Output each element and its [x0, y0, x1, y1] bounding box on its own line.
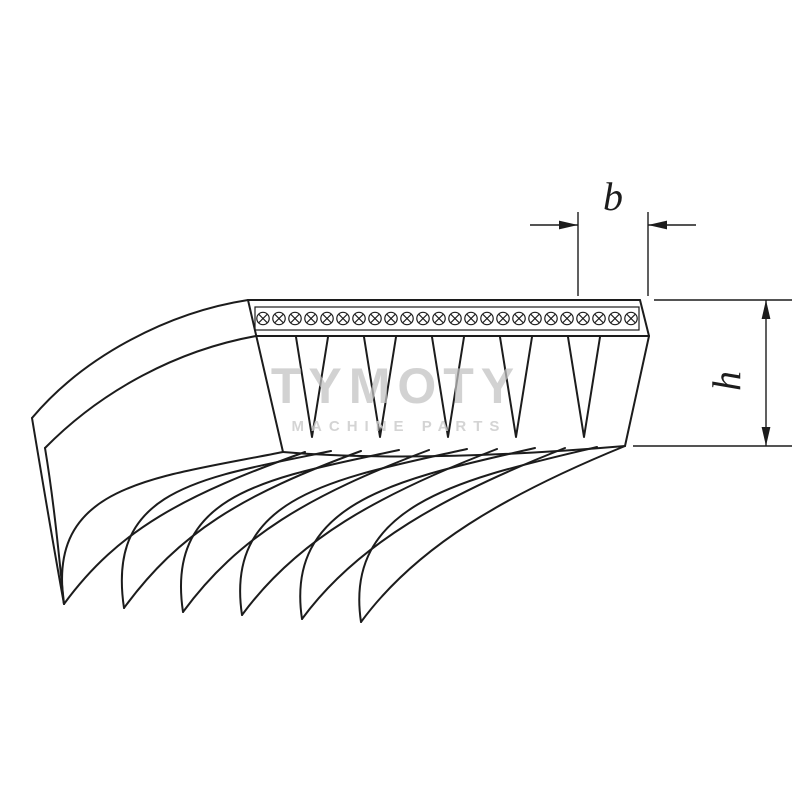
watermark-brand: TYMOTY [271, 358, 521, 414]
rib-edge-curve [63, 451, 306, 605]
rib-edge-curve [182, 449, 430, 613]
belt-end-outer-edge [31, 417, 65, 605]
rib-edge-curve [358, 446, 598, 623]
belt-face-left-edge [247, 299, 284, 453]
dim-b-label: b [603, 174, 623, 219]
belt-face-right-edge [624, 335, 650, 447]
belt-cross-section [247, 299, 650, 458]
dim-h-label: h [704, 371, 749, 391]
rib-edge-curve [299, 447, 536, 620]
dim-b-arrow-right [648, 220, 667, 230]
belt-back-surface [31, 299, 257, 605]
belt-back-outer-curve [31, 299, 249, 419]
dimension-h: h [633, 299, 792, 447]
dim-b-arrow-left [559, 220, 578, 230]
groove-notch [499, 336, 533, 438]
groove-notch [295, 336, 329, 438]
watermark: TYMOTY MACHINE PARTS [271, 358, 521, 435]
belt-ribs-perspective [61, 445, 626, 623]
rib-edge-curve [120, 450, 332, 609]
tension-cord-band [254, 306, 640, 331]
rib-edge-curve [239, 448, 468, 616]
belt-band-right-edge [639, 299, 650, 337]
belt-face-bottom-edge [282, 445, 626, 458]
groove-notch [431, 336, 465, 438]
groove-notch [567, 336, 601, 438]
dim-h-arrow-top [761, 300, 771, 319]
dimension-b: b [530, 174, 696, 296]
groove-notch [363, 336, 397, 438]
rib-edge-curve [61, 451, 284, 605]
rib-edge-curve [360, 445, 626, 623]
dim-h-arrow-bottom [761, 427, 771, 446]
rib-edge-curve [180, 449, 400, 613]
watermark-tagline: MACHINE PARTS [292, 418, 507, 435]
belt-back-inner-curve [44, 335, 257, 449]
